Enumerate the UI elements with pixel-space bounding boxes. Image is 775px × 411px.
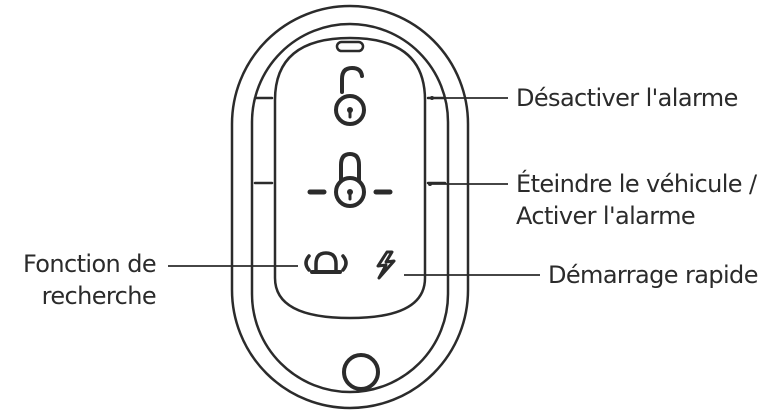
fob-outer-shell: [230, 4, 470, 410]
label-quick-start: Démarrage rapide: [548, 261, 758, 289]
quick-start-icon: [376, 250, 396, 280]
fob-button-panel: [273, 36, 427, 320]
key-ring-hole: [342, 353, 380, 391]
led-indicator: [335, 40, 365, 53]
label-search-line1: Fonction de: [22, 250, 157, 278]
unlock-icon: [334, 65, 366, 126]
label-search: Fonction de recherche: [6, 248, 157, 312]
label-lock: Éteindre le véhicule / Activer l'alarme: [516, 168, 757, 232]
label-search-line2: recherche: [41, 282, 157, 310]
lock-icon: [307, 151, 393, 208]
label-lock-line1: Éteindre le véhicule /: [516, 170, 757, 198]
fob-inner-shell: [250, 22, 450, 394]
label-lock-line2: Activer l'alarme: [516, 202, 696, 230]
alarm-search-icon: [304, 251, 348, 274]
label-disarm: Désactiver l'alarme: [516, 84, 738, 112]
